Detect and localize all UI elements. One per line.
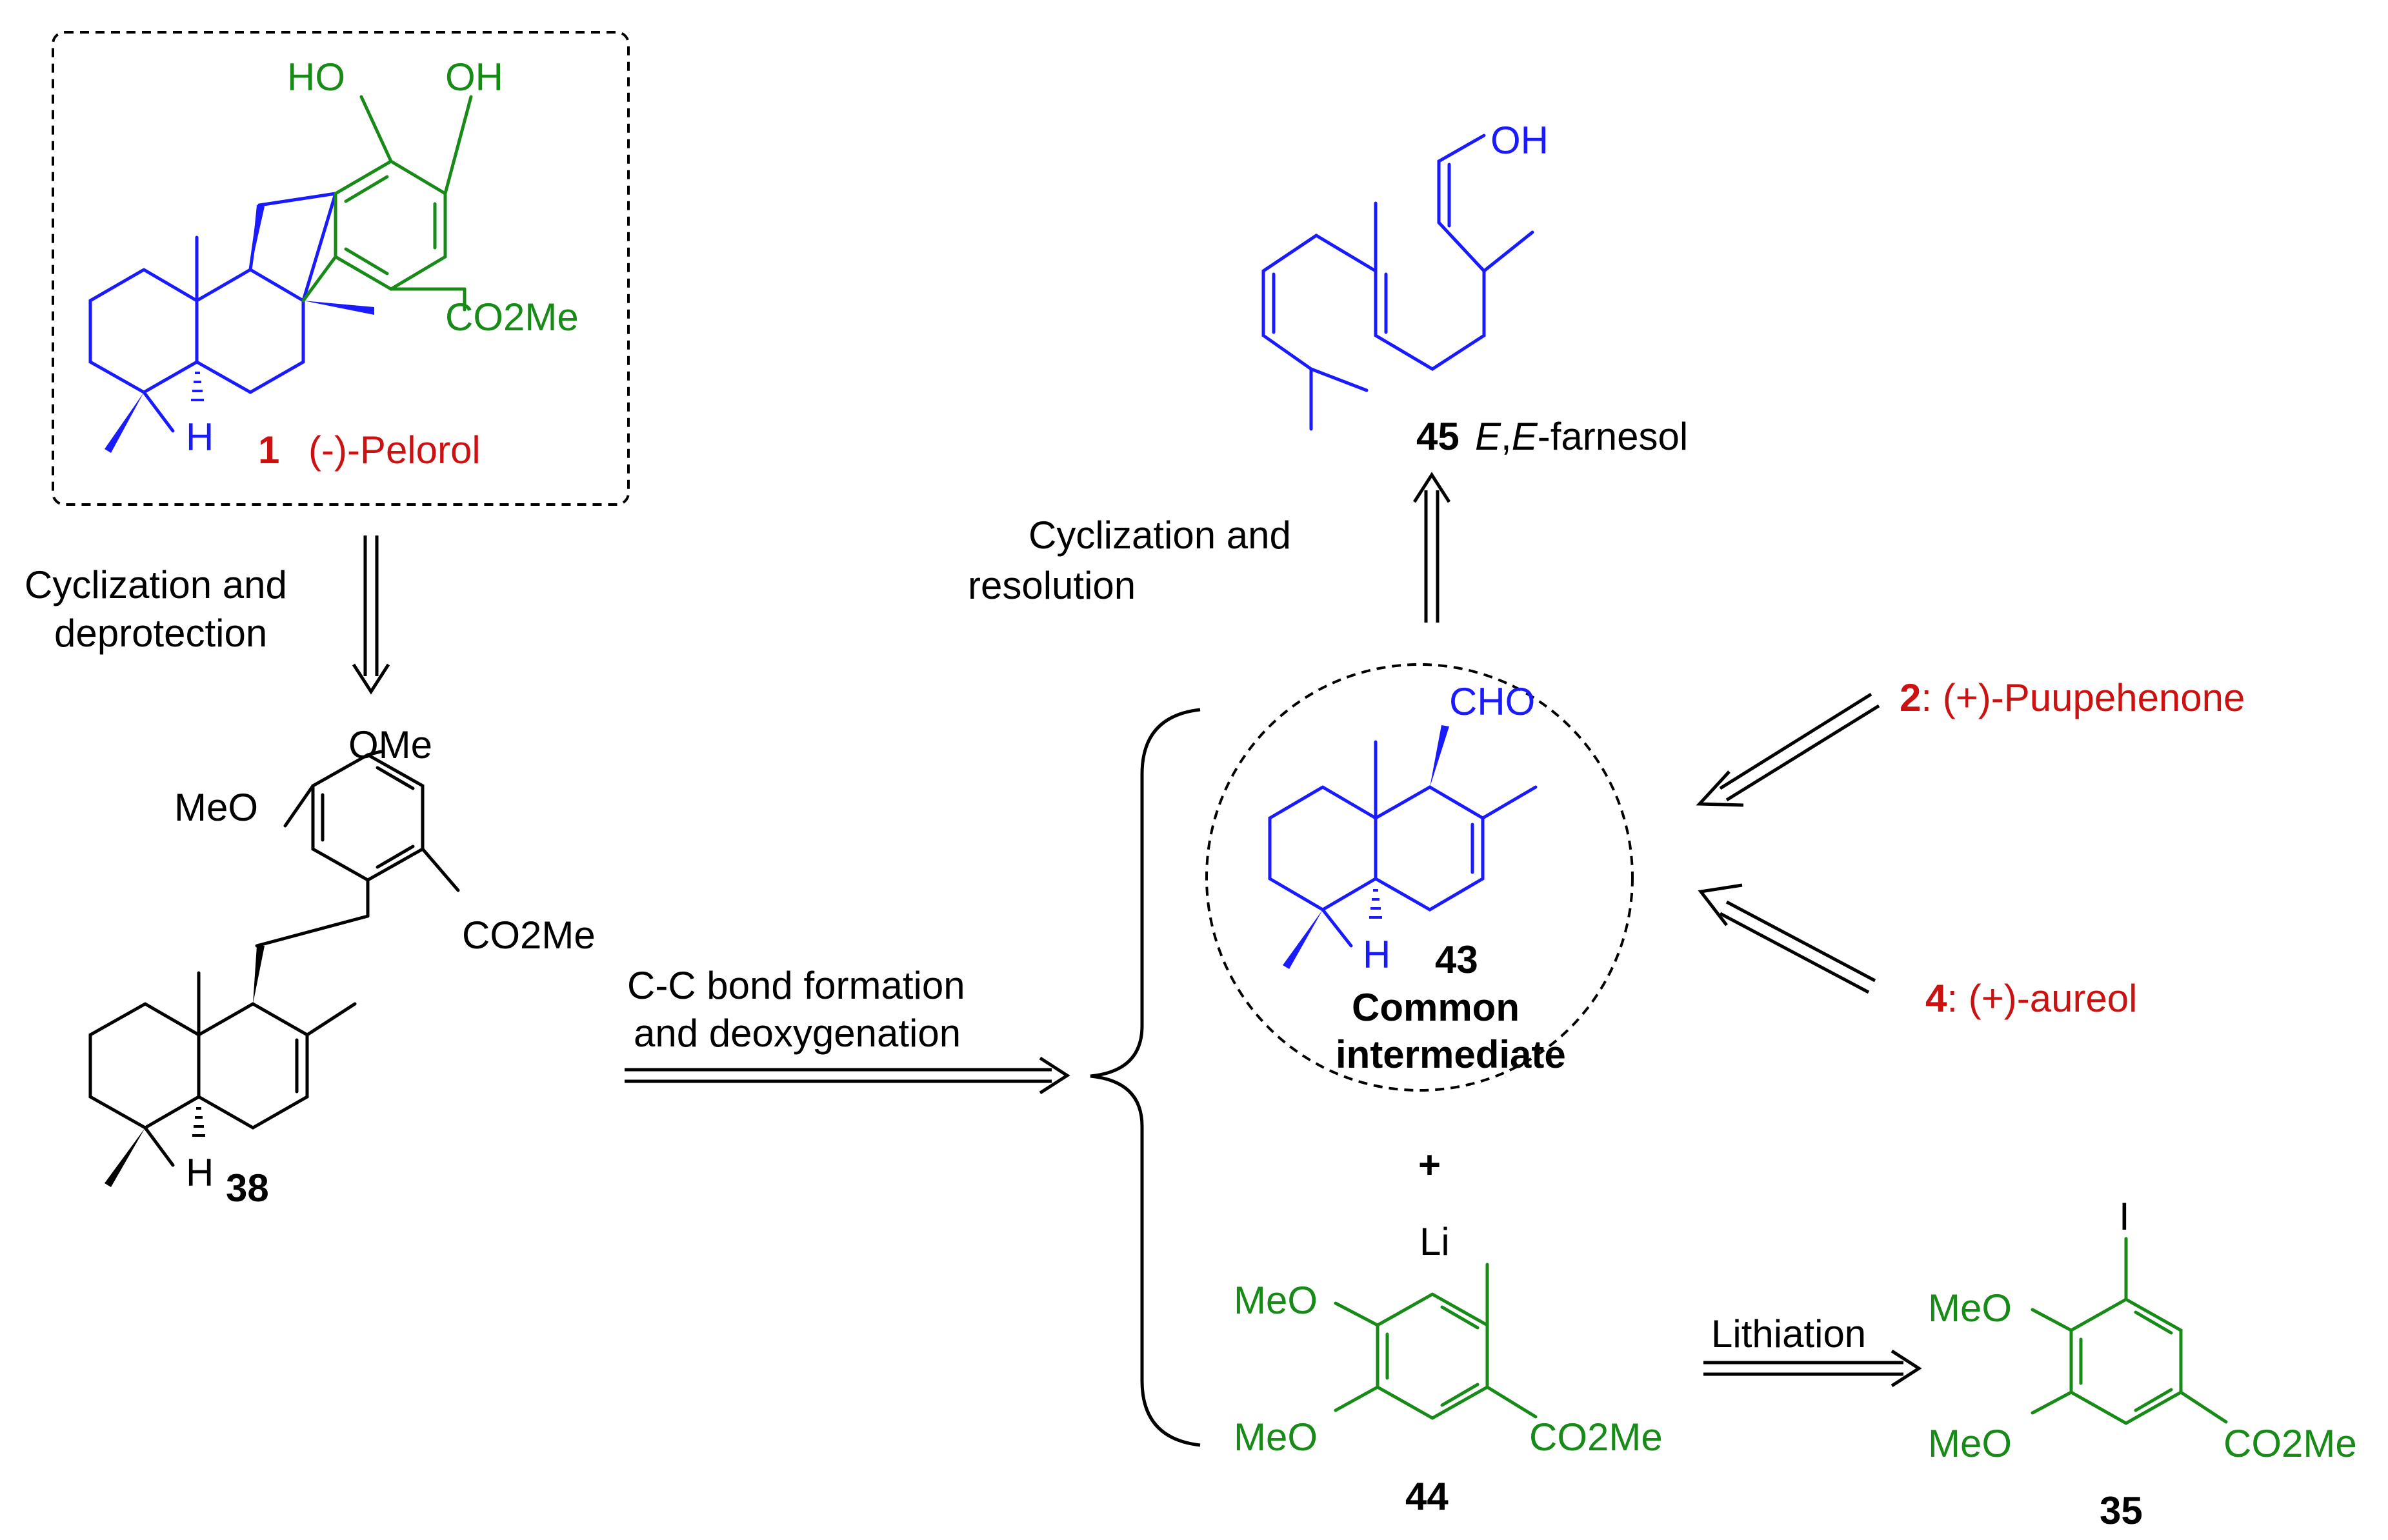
target-4-number: 4 [1925,977,1947,1020]
ester-group: CO2Me [2223,1422,2357,1465]
wedge-bond [253,946,265,1004]
wedge-bond [1430,725,1449,787]
h-atom: H [186,1151,214,1194]
lithium-atom: Li [1420,1220,1450,1263]
ester-group: CO2Me [1529,1415,1663,1459]
plus-sign: + [1418,1143,1441,1186]
retro-arrow-down [352,535,390,695]
target-4: 4: (+)-aureol [1925,977,2138,1020]
arrow-label-line2: deprotection [54,612,267,655]
compound-44-number: 44 [1405,1475,1449,1518]
compound-38-number: 38 [226,1166,269,1210]
retro-arrow-up [1412,472,1451,623]
methoxy-top: MeO [1928,1286,2012,1330]
methoxy-left: MeO [174,786,258,829]
compound-43-structure: CHO H 43 Common intermediate [1268,680,1566,1076]
methoxy-top: OMe [348,723,432,766]
compound-1-number: 1 [258,428,279,472]
caption-line2: intermediate [1336,1033,1566,1076]
retro-arrow-diagonal-4 [1698,883,1876,994]
wedge-bond [250,205,265,270]
aldehyde-group: CHO [1449,680,1535,723]
arrow-label-line1: C-C bond formation [627,964,965,1007]
wedge-bond [303,301,374,315]
ester-group: CO2Me [445,295,579,339]
methoxy-top: MeO [1234,1279,1318,1322]
methoxy-bottom: MeO [1928,1422,2012,1465]
name-suffix: -farnesol [1538,415,1688,458]
target-2-name: (+)-Puupehenone [1943,676,2245,719]
caption-line1: Common [1352,986,1520,1029]
h-atom: H [1363,933,1390,976]
target-4-name: (+)-aureol [1969,977,2138,1020]
dashed-circle [1205,663,1634,1092]
target-2-number: 2 [1900,676,1921,719]
compound-45-structure: OH 45 E,E-farnesol [1261,119,1688,458]
h-atom: H [186,415,214,459]
compound-1-structure: H HO OH CO2Me 1 (-)-Pelorol [52,31,630,506]
arrow-label-line1: Cyclization and [1028,514,1291,557]
ester-group: CO2Me [462,914,596,957]
hydroxyl-left: HO [287,55,345,99]
target-2-sep: : [1921,676,1942,719]
arrow-label-line1: Cyclization and [25,563,287,606]
retro-arrow-right [625,1056,1070,1095]
retro-arrow-diagonal-2 [1696,692,1880,807]
wedge-bond [105,392,144,453]
name-italic-1: E [1475,415,1501,458]
wedge-bond [105,1128,145,1187]
methoxy-bottom: MeO [1234,1415,1318,1459]
compound-45-number: 45 [1416,415,1460,458]
arrow-label: Lithiation [1711,1312,1866,1355]
name-italic-2: E [1512,415,1538,458]
compound-1-name: (-)-Pelorol [308,428,481,472]
wedge-bond [1283,910,1323,969]
dashed-box [52,31,630,506]
target-4-sep: : [1947,977,1968,1020]
hydroxyl-right: OH [445,55,503,99]
retro-arrow-lithiation [1703,1349,1922,1388]
compound-45-name: E,E-farnesol [1475,415,1688,458]
arrow-label-line2: and deoxygenation [634,1012,961,1055]
compound-43-number: 43 [1435,938,1478,981]
name-sep: , [1501,415,1512,458]
iodine-atom: I [2119,1195,2130,1238]
hydroxyl: OH [1490,119,1549,162]
compound-35-structure: I MeO MeO CO2Me 35 [1928,1195,2357,1532]
target-2: 2: (+)-Puupehenone [1900,676,2245,719]
compound-35-number: 35 [2100,1489,2143,1532]
arrow-label-line2: resolution [968,564,1136,607]
compound-44-structure: Li MeO MeO CO2Me 44 [1234,1220,1663,1518]
compound-38-structure: OMe MeO CO2Me H 38 [88,723,596,1210]
curly-brace [1090,708,1201,1447]
